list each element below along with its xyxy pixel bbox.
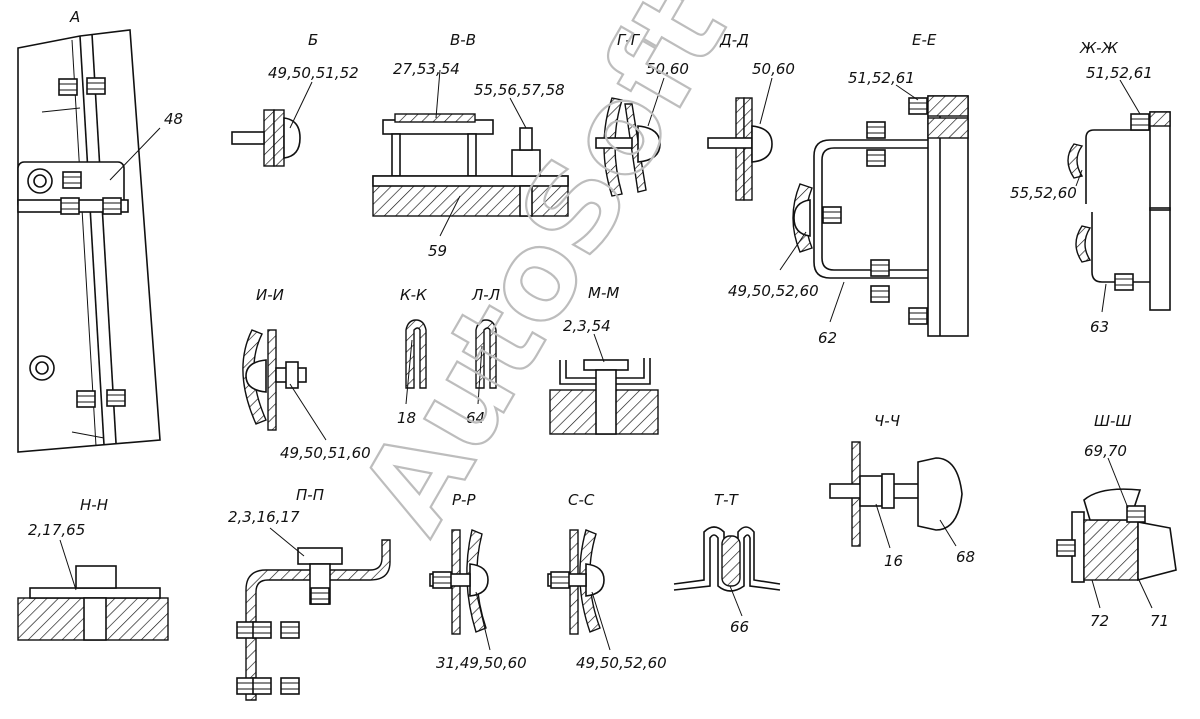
view-chch-label-2: 68 (956, 548, 975, 566)
view-chch-label-1: 16 (884, 552, 903, 570)
view-dd: Д-Д 50,60 (707, 31, 795, 201)
view-pp-label: 2,3,16,17 (228, 508, 300, 526)
view-kk: К-К 18 (397, 286, 428, 427)
view-gg: Г-Г 50,60 (595, 31, 689, 197)
view-shsh: Ш-Ш 69,70 72 71 (1056, 412, 1177, 630)
view-vv-label-1: 27,53,54 (393, 60, 460, 78)
view-b: Б 49,50,51,52 (231, 31, 359, 167)
view-dd-label: 50,60 (752, 60, 795, 78)
view-tt: Т-Т 66 (673, 491, 781, 636)
view-ii-title: И-И (256, 286, 284, 304)
view-ee: Е-Е 51,52,61 49,50,52,60 62 (728, 31, 969, 347)
view-ii-label: 49,50,51,60 (280, 444, 371, 462)
view-pp: П-П 2,3,16,17 (228, 486, 391, 701)
view-chch-title: Ч-Ч (874, 412, 900, 430)
view-vv-label-2: 55,56,57,58 (474, 81, 565, 99)
view-rr-title: Р-Р (452, 491, 476, 509)
view-a: А 48 (17, 8, 183, 453)
view-nn: Н-Н 2,17,65 (17, 496, 169, 641)
view-shsh-label-1: 69,70 (1084, 442, 1127, 460)
view-ee-label-2: 49,50,52,60 (728, 282, 819, 300)
view-ss: С-С 49,50,52,60 (547, 491, 667, 672)
view-nn-title: Н-Н (80, 496, 108, 514)
view-b-label: 49,50,51,52 (268, 64, 359, 82)
view-shsh-title: Ш-Ш (1094, 412, 1132, 430)
view-a-title: А (69, 8, 80, 26)
view-b-title: Б (308, 31, 318, 49)
view-shsh-label-2: 72 (1090, 612, 1109, 630)
view-tt-title: Т-Т (714, 491, 740, 509)
view-vv: В-В 27,53,54 55,56,57,58 59 (372, 31, 569, 260)
view-ee-label-1: 51,52,61 (848, 69, 915, 87)
view-ll: Л-Л 64 (466, 286, 500, 427)
view-ii: И-И 49,50,51,60 (242, 286, 371, 462)
view-zhzh: Ж-Ж 51,52,61 55,52,60 63 (1010, 39, 1171, 336)
view-chch: Ч-Ч 16 68 (829, 412, 975, 570)
view-mm: М-М 2,3,54 (549, 284, 659, 435)
view-rr-label: 31,49,50,60 (436, 654, 527, 672)
view-kk-label: 18 (397, 409, 416, 427)
view-mm-label: 2,3,54 (563, 317, 611, 335)
view-gg-title: Г-Г (617, 31, 641, 49)
view-ll-label: 64 (466, 409, 485, 427)
view-vv-title: В-В (450, 31, 476, 49)
view-shsh-label-3: 71 (1150, 612, 1169, 630)
view-a-label-48: 48 (164, 110, 183, 128)
view-dd-title: Д-Д (719, 31, 749, 49)
view-zhzh-label-2: 55,52,60 (1010, 184, 1077, 202)
view-ss-label: 49,50,52,60 (576, 654, 667, 672)
view-zhzh-title: Ж-Ж (1079, 39, 1119, 57)
view-vv-label-3: 59 (428, 242, 447, 260)
view-rr: Р-Р 31,49,50,60 (429, 491, 527, 672)
view-pp-title: П-П (296, 486, 324, 504)
view-mm-title: М-М (588, 284, 619, 302)
view-zhzh-label-1: 51,52,61 (1086, 64, 1153, 82)
view-zhzh-label-3: 63 (1090, 318, 1109, 336)
view-nn-label: 2,17,65 (28, 521, 85, 539)
view-ee-label-3: 62 (818, 329, 837, 347)
view-ll-title: Л-Л (471, 286, 500, 304)
view-ss-title: С-С (568, 491, 595, 509)
view-kk-title: К-К (400, 286, 428, 304)
view-gg-label: 50,60 (646, 60, 689, 78)
view-tt-label: 66 (730, 618, 749, 636)
view-ee-title: Е-Е (912, 31, 937, 49)
